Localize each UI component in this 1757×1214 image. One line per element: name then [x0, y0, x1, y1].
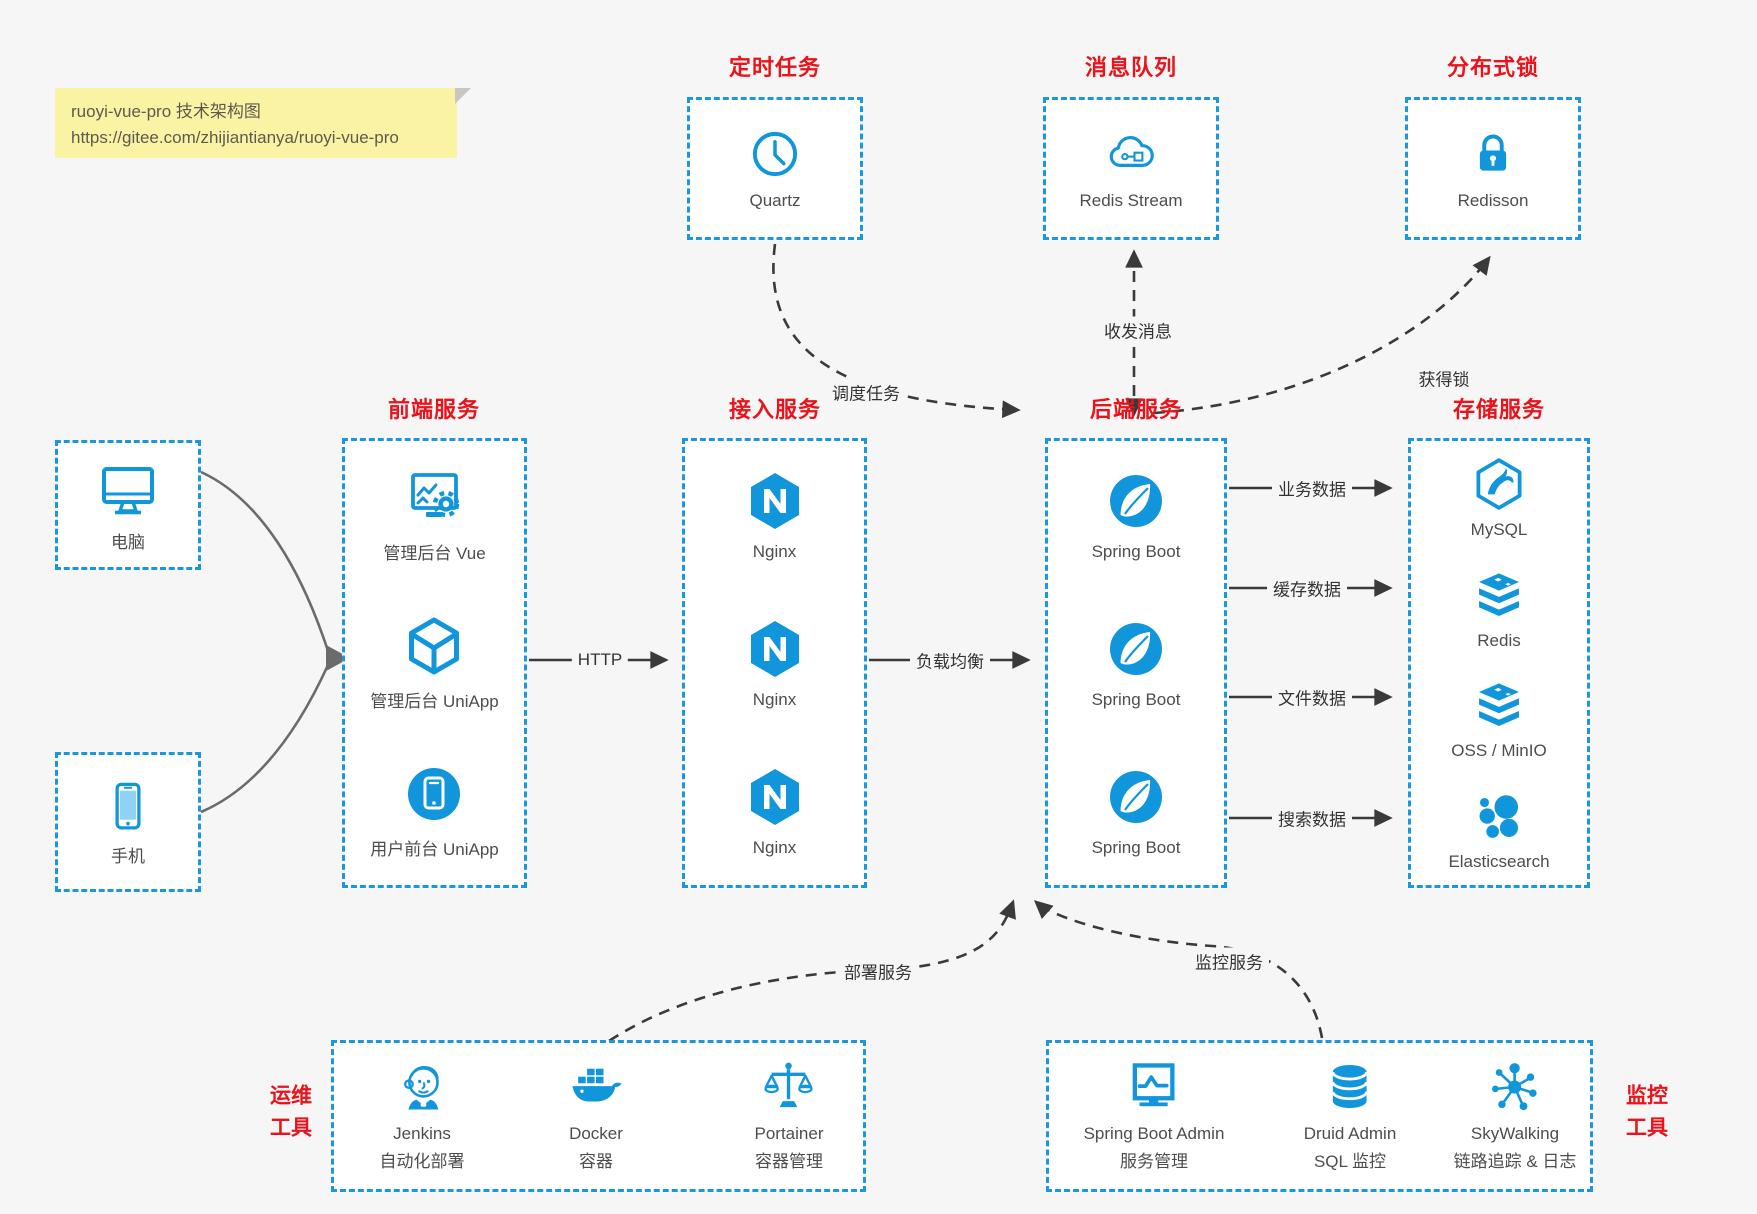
- edge-label-cache-data: 缓存数据: [1267, 574, 1347, 602]
- monitor-tools-box: Spring Boot Admin 服务管理 Druid Admin SQL 监…: [1046, 1040, 1593, 1192]
- frontend-box: 管理后台 Vue 管理后台 UniApp 用户前台 UniApp: [342, 438, 527, 888]
- edge-label-send-receive-message: 收发消息: [1098, 316, 1178, 344]
- phone-label: 手机: [111, 846, 145, 866]
- spring-boot-icon: [1104, 765, 1168, 829]
- backend-box: Spring Boot Spring Boot Spring Boot: [1045, 438, 1227, 888]
- title-scheduled-task: 定时任务: [728, 55, 822, 80]
- edge-desktop-to-frontend: [200, 470, 330, 652]
- title-gateway: 接入服务: [728, 397, 822, 422]
- distributed-lock-box: Redisson: [1405, 97, 1581, 240]
- edge-label-dispatch-task: 调度任务: [826, 378, 906, 406]
- portainer-icon: [759, 1057, 819, 1117]
- backend-item-spring-boot-2: Spring Boot: [1092, 617, 1180, 710]
- phone-client-box: 手机: [55, 752, 201, 892]
- frontend-item-admin-vue: 管理后台 Vue: [383, 466, 486, 564]
- elasticsearch-icon: [1470, 788, 1528, 846]
- admin-vue-icon: [403, 466, 467, 530]
- title-backend: 后端服务: [1089, 397, 1183, 422]
- edge-label-deploy-service: 部署服务: [838, 957, 918, 985]
- oss-minio-icon: [1470, 677, 1528, 735]
- spring-boot-icon: [1104, 617, 1168, 681]
- title-frontend: 前端服务: [387, 397, 481, 422]
- skywalking-icon: [1485, 1057, 1545, 1117]
- monitor-item-druid: Druid Admin SQL 监控: [1304, 1057, 1396, 1172]
- clock-icon: [747, 126, 803, 182]
- ops-item-jenkins: Jenkins 自动化部署: [380, 1057, 465, 1172]
- ops-item-docker: Docker 容器: [566, 1057, 626, 1172]
- monitor-tools-side-label: 监控 工具: [1626, 1084, 1668, 1140]
- druid-icon: [1320, 1057, 1380, 1117]
- backend-item-spring-boot-1: Spring Boot: [1092, 469, 1180, 562]
- gateway-box: Nginx Nginx Nginx: [682, 438, 867, 888]
- frontend-item-admin-uniapp: 管理后台 UniApp: [370, 614, 499, 712]
- edge-monitor-service: [1033, 900, 1324, 1039]
- user-app-icon: [402, 762, 466, 826]
- lock-icon: [1465, 126, 1521, 182]
- gateway-item-nginx-3: Nginx: [743, 765, 807, 858]
- edge-label-acquire-lock: 获得锁: [1412, 364, 1476, 392]
- note-url: https://gitee.com/zhijiantianya/ruoyi-vu…: [71, 127, 399, 147]
- ops-tools-box: Jenkins 自动化部署 Docker 容器 Portainer 容器管理: [331, 1040, 866, 1192]
- frontend-item-user-uniapp: 用户前台 UniApp: [370, 762, 499, 860]
- storage-item-elasticsearch: Elasticsearch: [1448, 788, 1550, 872]
- title-message-queue: 消息队列: [1084, 55, 1178, 80]
- storage-item-redis: Redis: [1470, 567, 1528, 651]
- uniapp-cube-icon: [402, 614, 466, 678]
- ops-item-portainer: Portainer 容器管理: [755, 1057, 823, 1172]
- phone-icon: [99, 778, 157, 836]
- edge-label-load-balance: 负载均衡: [910, 646, 990, 674]
- title-distributed-lock: 分布式锁: [1446, 55, 1540, 80]
- message-queue-box: Redis Stream: [1043, 97, 1219, 240]
- edge-phone-to-frontend: [200, 664, 330, 814]
- desktop-label: 电脑: [111, 532, 145, 552]
- nginx-icon: [743, 617, 807, 681]
- edge-label-business-data: 业务数据: [1272, 474, 1352, 502]
- redis-icon: [1470, 567, 1528, 625]
- nginx-icon: [743, 765, 807, 829]
- quartz-label: Quartz: [749, 191, 801, 210]
- edge-label-monitor-service: 监控服务: [1189, 947, 1269, 975]
- docker-icon: [566, 1057, 626, 1117]
- spring-boot-icon: [1104, 469, 1168, 533]
- edge-label-http: HTTP: [571, 649, 629, 671]
- title-storage: 存储服务: [1452, 397, 1546, 422]
- monitor-item-skywalking: SkyWalking 链路追踪 & 日志: [1454, 1057, 1576, 1172]
- jenkins-icon: [392, 1057, 452, 1117]
- ops-tools-side-label: 运维 工具: [270, 1084, 312, 1140]
- edge-label-search-data: 搜索数据: [1272, 804, 1352, 832]
- desktop-client-box: 电脑: [55, 440, 201, 570]
- scheduled-task-box: Quartz: [687, 97, 863, 240]
- edge-deploy-service: [608, 899, 1016, 1043]
- edge-label-file-data: 文件数据: [1272, 683, 1352, 711]
- storage-item-oss-minio: OSS / MinIO: [1451, 677, 1547, 761]
- mysql-icon: [1469, 454, 1529, 514]
- storage-box: MySQL Redis OSS / MinIO Elasticsearch: [1408, 438, 1590, 888]
- desktop-icon: [96, 458, 160, 522]
- title-note: ruoyi-vue-pro 技术架构图 https://gitee.com/zh…: [55, 88, 471, 158]
- cloud-icon: [1103, 126, 1159, 182]
- redis-stream-label: Redis Stream: [1079, 191, 1183, 210]
- redisson-label: Redisson: [1457, 191, 1529, 210]
- storage-item-mysql: MySQL: [1469, 454, 1529, 540]
- note-title: ruoyi-vue-pro 技术架构图: [71, 102, 261, 121]
- backend-item-spring-boot-3: Spring Boot: [1092, 765, 1180, 858]
- gateway-item-nginx-2: Nginx: [743, 617, 807, 710]
- gateway-item-nginx-1: Nginx: [743, 469, 807, 562]
- monitor-item-spring-boot-admin: Spring Boot Admin 服务管理: [1084, 1057, 1224, 1172]
- spring-boot-admin-icon: [1124, 1057, 1184, 1117]
- nginx-icon: [743, 469, 807, 533]
